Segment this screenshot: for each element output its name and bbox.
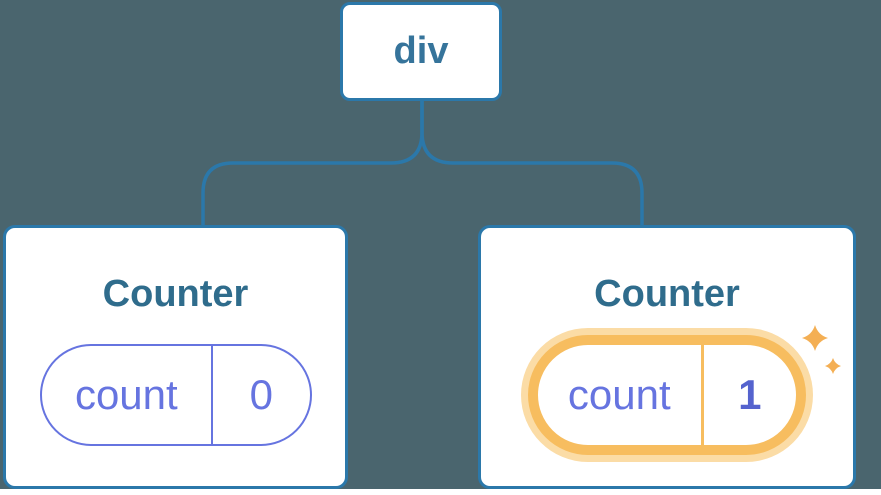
root-node-label: div xyxy=(393,30,449,72)
tree-connector-right xyxy=(420,101,644,226)
component-title: Counter xyxy=(102,273,249,315)
component-card-counter-right: Counter count 1 xyxy=(478,225,856,489)
root-node: div xyxy=(340,2,502,101)
component-card-counter-left: Counter count 0 xyxy=(3,225,348,489)
state-pill-highlighted: count 1 xyxy=(528,335,806,455)
page-edge xyxy=(0,489,881,495)
sparkles-icon xyxy=(802,325,841,374)
state-pill: count 0 xyxy=(39,344,312,446)
state-pill-row: count 0 xyxy=(39,325,312,465)
state-pill-row: count 1 xyxy=(528,325,806,465)
component-title: Counter xyxy=(594,273,740,315)
state-key: count xyxy=(74,371,178,418)
state-value: 0 xyxy=(211,346,309,444)
tree-connector-left xyxy=(201,101,424,226)
state-key: count xyxy=(567,371,671,418)
state-value: 1 xyxy=(700,345,796,445)
